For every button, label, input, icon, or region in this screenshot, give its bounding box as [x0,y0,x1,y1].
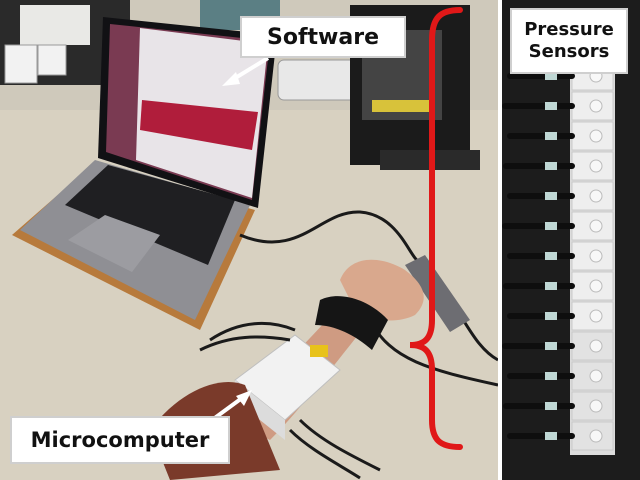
usb-hub [405,255,470,332]
red-brace [409,7,463,450]
sensor-wires [502,73,575,439]
right-photo [502,0,640,480]
software-label: Software [240,16,406,58]
sticker-note-2 [37,44,67,76]
yellow-component [310,345,328,357]
pressure-sensors-label-line2: Sensors [528,41,610,62]
pressure-sensors-label-line1: Pressure [524,19,614,40]
microcomputer-label: Microcomputer [10,416,230,464]
phone [277,59,357,101]
software-plot [140,100,258,150]
usb-cable [239,210,421,264]
paper-note [20,5,90,45]
left-photo [0,0,499,480]
panel-divider [498,0,502,480]
software-arrow [222,56,270,86]
sensor-connectors [545,72,557,440]
laptop-keyboard [65,165,235,265]
laptop-trackpad [68,215,160,272]
sticker-note [4,44,38,84]
pressure-sensors-label: Pressure Sensors [510,8,628,74]
wristband-wires [315,296,388,350]
printer-bed [372,100,432,112]
wire-bundle [199,321,381,480]
